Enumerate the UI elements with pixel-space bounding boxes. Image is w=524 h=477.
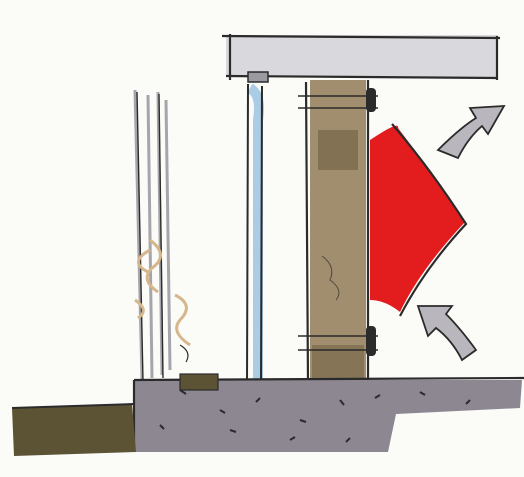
earth-block [12,404,136,456]
timber-wall [298,80,378,390]
ceiling-slab [222,34,500,82]
